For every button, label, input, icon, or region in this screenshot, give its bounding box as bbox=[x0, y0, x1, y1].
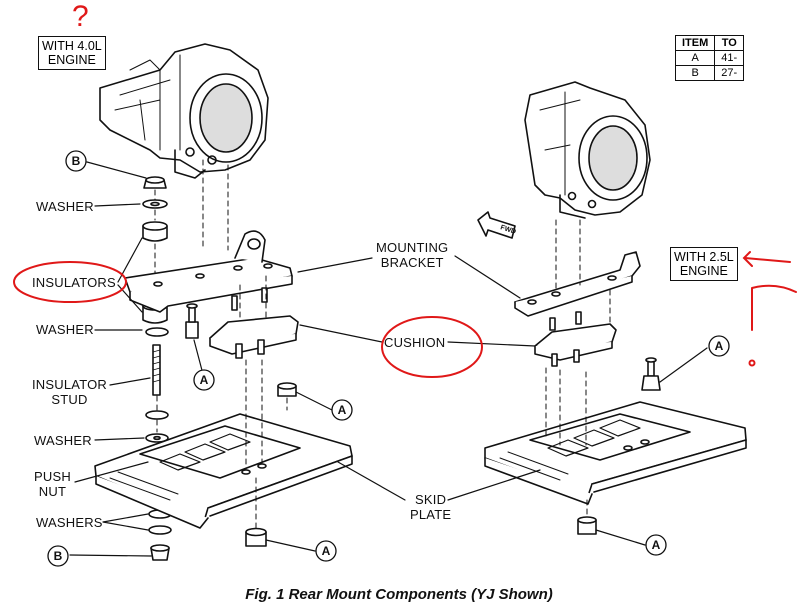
washer-low-label: WASHER bbox=[34, 433, 92, 448]
leader-lines bbox=[69, 161, 708, 557]
bolt-right-a bbox=[641, 357, 661, 391]
question-mark: ? bbox=[72, 0, 89, 33]
mounting-bracket-right bbox=[514, 251, 641, 317]
callout-b-top: B bbox=[72, 154, 81, 168]
nut-right-a-bottom bbox=[577, 516, 597, 535]
callout-a-bottom: A bbox=[322, 544, 331, 558]
red-annotations bbox=[13, 251, 797, 378]
transmission-housing-left bbox=[99, 43, 269, 179]
red-mark bbox=[751, 284, 797, 331]
torque-table: ITEM TO A 41- B 27- bbox=[675, 35, 750, 85]
figure-caption: Fig. 1 Rear Mount Components (YJ Shown) bbox=[245, 586, 553, 603]
callout-a-right-bottom: A bbox=[652, 538, 661, 552]
fwd-label: FWD bbox=[499, 224, 516, 236]
engine-arrow bbox=[742, 251, 791, 267]
cushion-left bbox=[209, 287, 299, 359]
washer-top-label: WASHER bbox=[36, 199, 94, 214]
cushion-circle bbox=[381, 316, 483, 378]
insulators-circle bbox=[13, 261, 127, 303]
mounting-bracket-left bbox=[124, 230, 293, 313]
skid-plate-right bbox=[484, 401, 747, 505]
callout-a-right-bolt: A bbox=[715, 339, 724, 353]
insulators-label: INSULATORS bbox=[32, 275, 116, 290]
callout-a-bolt: A bbox=[200, 373, 209, 387]
transmission-housing-right bbox=[524, 81, 651, 219]
nut-left-a-bottom bbox=[245, 527, 267, 547]
torque-header-item: ITEM bbox=[675, 35, 716, 51]
torque-row-b-item: B bbox=[675, 65, 716, 81]
torque-row-a-value: 41- bbox=[714, 50, 745, 66]
washer-mid-label: WASHER bbox=[36, 322, 94, 337]
torque-row-b-value: 27- bbox=[714, 65, 745, 81]
bolt-left-a bbox=[185, 303, 199, 339]
callout-a-nut: A bbox=[338, 403, 347, 417]
torque-header-torque: TO bbox=[714, 35, 745, 51]
cushion-right bbox=[534, 311, 617, 367]
nut-left-a bbox=[277, 382, 297, 397]
callout-b-bottom: B bbox=[54, 549, 63, 563]
red-dot bbox=[748, 359, 756, 367]
washers-label: WASHERS bbox=[36, 515, 103, 530]
callout-circles bbox=[47, 150, 730, 567]
torque-row-a-item: A bbox=[675, 50, 716, 66]
fwd-arrow bbox=[477, 211, 516, 239]
skid-plate-left bbox=[94, 413, 353, 529]
cushion-label: CUSHION bbox=[384, 335, 446, 350]
